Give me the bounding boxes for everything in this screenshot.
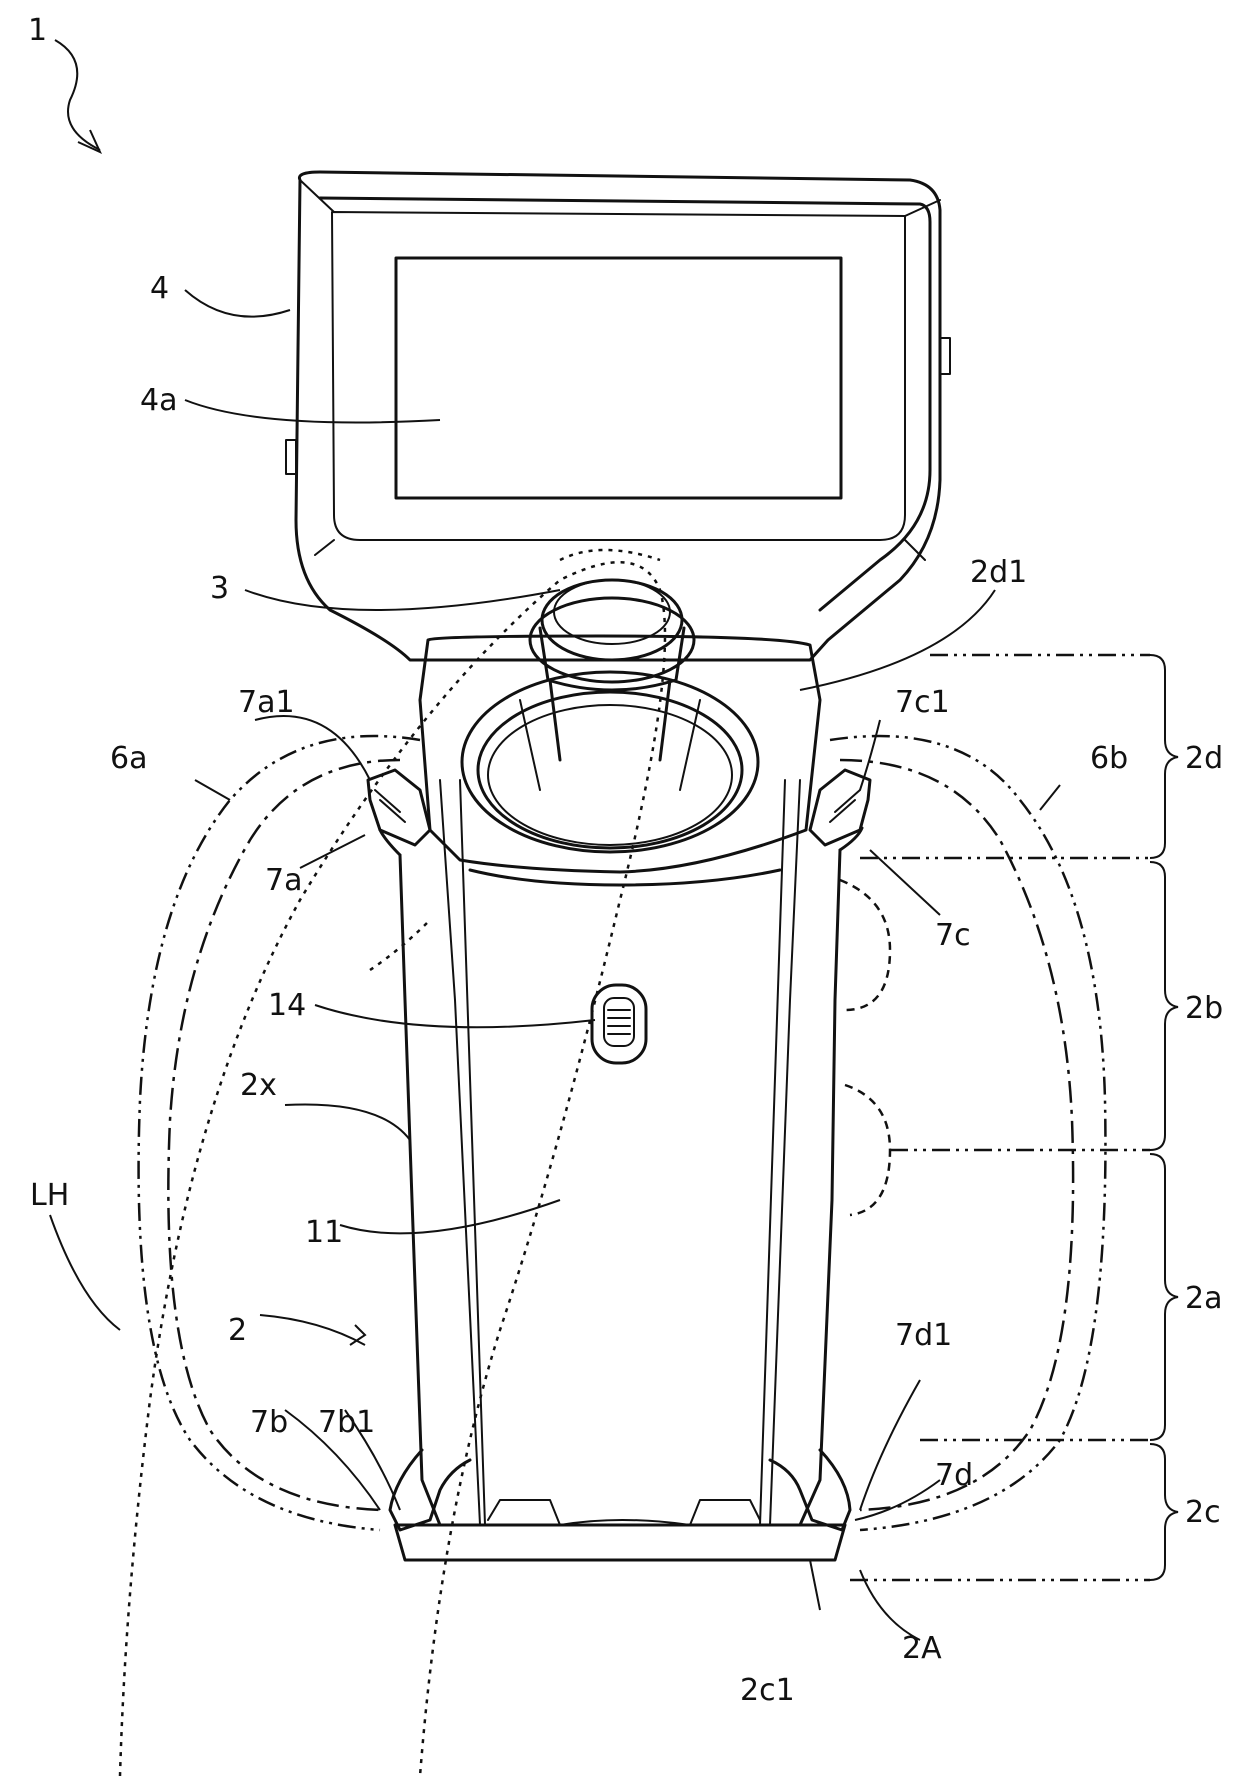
- label-6a: 6a: [110, 741, 147, 776]
- label-14: 14: [268, 988, 306, 1023]
- label-3: 3: [210, 571, 229, 606]
- label-7a: 7a: [265, 863, 302, 898]
- label-2d1: 2d1: [970, 555, 1027, 590]
- label-7b: 7b: [250, 1405, 288, 1440]
- label-2A: 2A: [902, 1631, 942, 1666]
- label-2a: 2a: [1185, 1281, 1222, 1316]
- label-2: 2: [228, 1313, 247, 1348]
- label-7a1: 7a1: [238, 685, 295, 720]
- label-4a: 4a: [140, 383, 177, 418]
- label-2b: 2b: [1185, 991, 1223, 1026]
- joystick[interactable]: [462, 580, 758, 852]
- label-7d1: 7d1: [895, 1318, 952, 1353]
- right-grip-contour: [830, 736, 1105, 1530]
- label-7c: 7c: [935, 918, 971, 953]
- right-grip-contour-inner: [840, 760, 1073, 1510]
- label-2x: 2x: [240, 1068, 277, 1103]
- finger-path: [120, 562, 665, 1776]
- monitor-housing: [286, 172, 950, 660]
- button-14[interactable]: [592, 985, 646, 1063]
- label-11: 11: [305, 1215, 343, 1250]
- label-7c1: 7c1: [895, 685, 950, 720]
- label-LH: LH: [30, 1178, 69, 1213]
- label-1: 1: [28, 13, 47, 48]
- reference-labels: 1 4 4a 3 2d1 7a1 7c1 6a 6b 2d 7a 7c 2b 1…: [28, 13, 1223, 1708]
- label-2c: 2c: [1185, 1495, 1221, 1530]
- label-7b1: 7b1: [318, 1405, 375, 1440]
- grip-unit-body: [368, 636, 870, 1560]
- label-6b: 6b: [1090, 741, 1128, 776]
- label-7d: 7d: [935, 1458, 973, 1493]
- label-2d: 2d: [1185, 741, 1223, 776]
- screen-display: [396, 258, 841, 498]
- label-4: 4: [150, 271, 169, 306]
- label-2c1: 2c1: [740, 1673, 795, 1708]
